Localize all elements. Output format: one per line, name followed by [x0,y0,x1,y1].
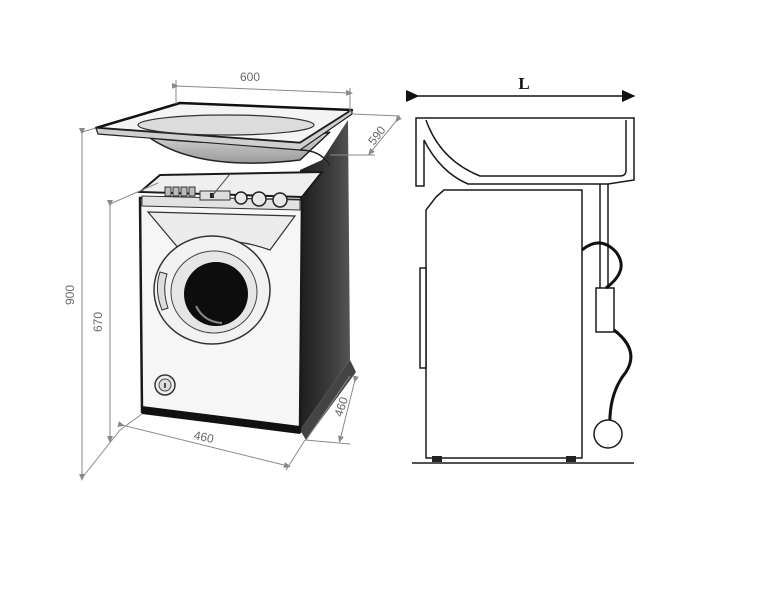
sink [94,101,354,166]
dim-sink-depth: 590 [365,123,389,148]
perspective-view: 600 590 900 670 460 460 [63,70,402,481]
drain-hose [581,241,633,431]
foot-front [432,456,442,462]
filter-knob [154,374,176,396]
washing-machine [137,170,325,434]
dim-sink-length: L [518,74,529,93]
program-buttons [164,186,196,197]
sink-profile [415,117,635,333]
sink-basin [137,114,315,136]
display-panel [199,190,231,201]
side-view: L [406,74,636,464]
dim-machine-depth: 460 [331,395,351,419]
machine-side-panel [300,120,350,430]
machine-side-profile [412,189,634,464]
drain-trap [595,287,615,333]
dimension-lines [79,80,402,481]
siphon-cup [593,419,623,449]
door-edge [419,267,427,369]
dim-machine-height: 670 [91,312,105,332]
control-knobs [234,191,288,208]
foot-rear [566,456,576,462]
dimension-labels: 600 590 900 670 460 460 [63,70,389,446]
dim-machine-width: 460 [193,428,216,446]
porthole-door [153,235,271,345]
dim-sink-width: 600 [240,70,260,84]
dim-total-height: 900 [63,285,77,305]
